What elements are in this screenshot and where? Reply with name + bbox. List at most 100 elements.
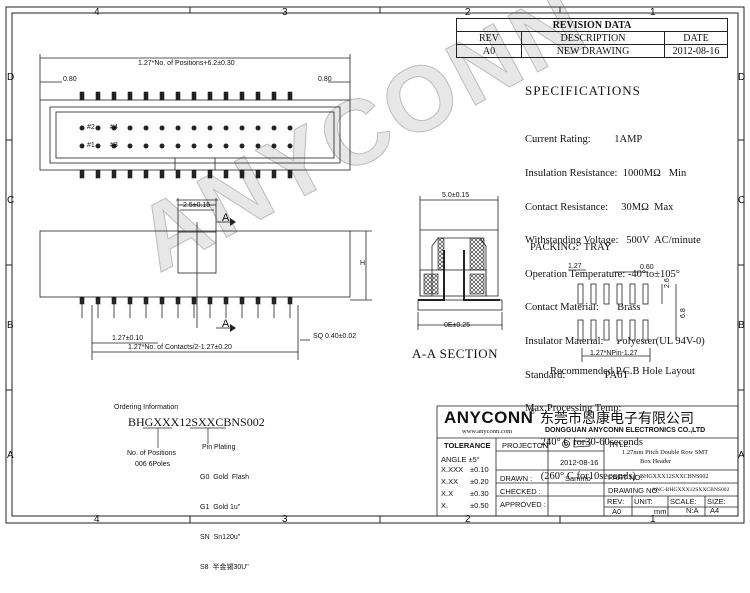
top-view-pins [79, 91, 293, 318]
unit-label: UNIT: [634, 497, 653, 506]
pin-marker [271, 143, 277, 149]
grid-letter: A [738, 450, 745, 461]
pin-marker [159, 125, 165, 131]
contact-lead [191, 169, 197, 179]
tolerance-key: X.XXX [441, 465, 464, 474]
spec-line: Insulation Resistance: 1000MΩ Min [525, 168, 687, 180]
rev-value: A0 [612, 507, 622, 516]
part-no-label: PART NO: [608, 473, 643, 482]
dimension-positions: 1.27*No. of Positions+6.2±0.30 [138, 60, 235, 67]
pin-marker [127, 143, 133, 149]
pcb-dimension: 1.27*NPin-1.27 [590, 350, 638, 357]
pcb-pad [642, 319, 649, 341]
contact-lead [223, 169, 229, 179]
size-label: SIZE: [707, 497, 726, 506]
unit-value: mm [654, 507, 667, 516]
drawing-frame [5, 6, 745, 524]
projection-label: PROJECTON [502, 441, 549, 450]
plating-item: SN Sn120u" [200, 534, 241, 541]
pcb-pad [603, 319, 610, 341]
pin-marker [207, 143, 213, 149]
dimension-sq: SQ 0.40±0.02 [313, 333, 357, 340]
dimension-section-width: 5.0±0.15 [442, 192, 470, 199]
pcb-pad [616, 283, 623, 305]
contact-lead [143, 91, 149, 101]
pcb-pad [577, 283, 584, 305]
tolerance-key: X. [441, 501, 449, 510]
plating-item: G0 Gold Flash [200, 474, 250, 481]
tolerance-label: TOLERANCE [444, 441, 491, 450]
pin-marker [207, 125, 213, 131]
pin-marker [79, 125, 85, 131]
pin-label: #2 [87, 124, 95, 131]
height-label: H [360, 260, 366, 267]
section-title: A-A SECTION [412, 346, 499, 361]
pcb-title: Recommended P.C.B Hole Layout [550, 366, 695, 377]
contact-lead [159, 91, 165, 101]
pin-label: #4 [110, 124, 118, 131]
spec-line: Max.Processing Temp: [525, 403, 622, 415]
drawing-no: ANC-BHGXXX12SXXCBNS002 [652, 487, 730, 493]
contact-lead [95, 169, 101, 179]
pin-marker [223, 125, 229, 131]
dimension-pitch: 1.27±0.10 [112, 335, 144, 342]
dimension-right: 0.80 [318, 76, 332, 83]
rev-label: REV: [607, 497, 625, 506]
contact-lead [271, 91, 277, 101]
spec-line: Contact Resistance: 30MΩ Max [525, 201, 674, 213]
pin-marker [287, 143, 293, 149]
tolerance-value: ±0.30 [470, 489, 489, 498]
pin-label: #3 [110, 142, 118, 149]
dimension-section-base: 0E±0.25 [444, 322, 471, 329]
tolerance-value: ±0.20 [470, 477, 489, 486]
grid-number: 1 [650, 514, 656, 525]
grid-letter: A [7, 450, 14, 461]
plating-item: S8 半金锡30U" [200, 564, 249, 571]
registered-mark: ® [529, 406, 536, 416]
spec-line: Standard: PA6T [525, 369, 629, 381]
grid-number: 4 [94, 7, 100, 18]
positions-label: No. of Positions [127, 450, 177, 457]
pin-marker [239, 125, 245, 131]
connector-drawings [39, 54, 677, 362]
pin-marker [191, 143, 197, 149]
grid-number: 3 [282, 514, 288, 525]
approved-label: APPROVED : [500, 500, 546, 509]
pin-marker [143, 125, 149, 131]
plating-item: G1 Gold 1u" [200, 504, 241, 511]
tolerance-angle: ANGLE ±5° [441, 455, 480, 464]
contact-lead [207, 169, 213, 179]
grid-letter: D [7, 72, 15, 83]
positions-example: 006 6Poles [135, 461, 171, 468]
spec-line: Withstanding Voltage: 500V AC/minute [525, 235, 701, 247]
revision-cell: 2012-08-16 [664, 44, 728, 58]
pin-marker [271, 125, 277, 131]
pcb-pad [577, 319, 584, 341]
grid-letter: B [7, 320, 14, 331]
grid-letter: D [738, 72, 746, 83]
tolerance-key: X.XX [441, 477, 459, 486]
pin-marker [127, 125, 133, 131]
pin-marker [79, 143, 85, 149]
drawing-date: 2012-08-16 [560, 458, 599, 467]
title-line: 1.27mm Pitch Double Row SMT [622, 449, 709, 456]
pin-marker [255, 143, 261, 149]
contact-lead [127, 169, 133, 179]
contact-lead [239, 169, 245, 179]
spec-line: Current Rating: 1AMP [525, 134, 643, 146]
company-website: www.anyconn.com [462, 428, 513, 435]
ordering-leaders [143, 427, 226, 448]
tolerance-value: ±0.10 [470, 465, 489, 474]
plating-title: Pin Plating [202, 444, 236, 451]
pcb-dimension: 1.27 [568, 263, 582, 270]
pin-label: #1 [87, 142, 95, 149]
contact-lead [239, 91, 245, 101]
pin-marker [111, 143, 117, 149]
spec-line: Insulator Material: Polyester(UL 94V-0) [525, 336, 705, 348]
pin-marker [143, 143, 149, 149]
contact-lead [143, 169, 149, 179]
pcb-pad [616, 319, 623, 341]
contact-lead [207, 91, 213, 101]
pin-marker [191, 125, 197, 131]
size-value: A4 [710, 506, 720, 515]
